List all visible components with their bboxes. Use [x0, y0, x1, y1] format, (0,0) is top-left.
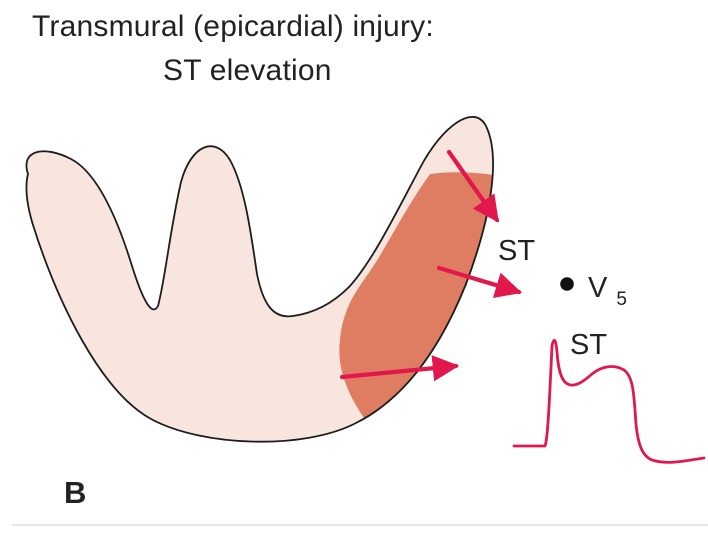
st-label-upper: ST	[498, 235, 535, 267]
lead-label-v5: V 5	[588, 272, 627, 310]
ecg-st-elevation-trace	[514, 340, 704, 462]
electrode-v5-marker	[560, 277, 574, 291]
footer-divider	[12, 524, 708, 526]
st-label-lower: ST	[570, 329, 607, 361]
lead-label-main: V	[588, 272, 608, 304]
panel-label: B	[64, 475, 86, 510]
lead-label-subscript: 5	[616, 289, 627, 310]
